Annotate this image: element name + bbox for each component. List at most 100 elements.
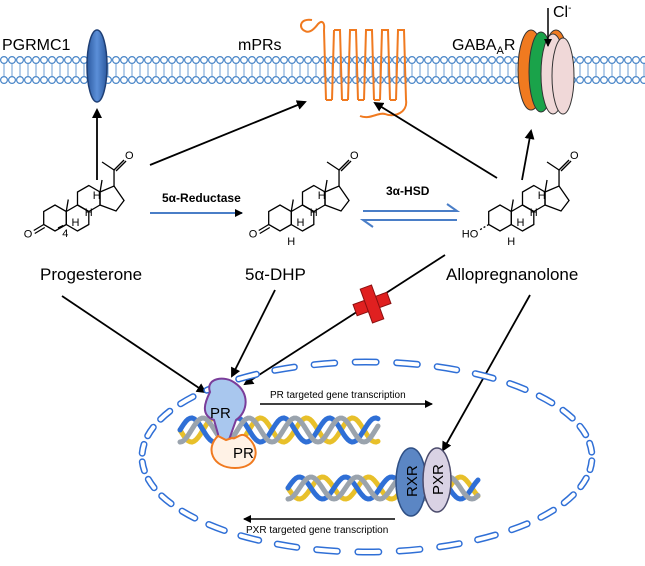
lipid-head: [185, 77, 192, 84]
lipid-head: [393, 57, 400, 64]
lipid-head: [33, 57, 40, 64]
lipid-head: [265, 77, 272, 84]
chloride-label: Cl-: [553, 3, 571, 21]
lipid-head: [233, 77, 240, 84]
lipid-head: [281, 77, 288, 84]
lipid-head: [121, 57, 128, 64]
lipid-head: [177, 57, 184, 64]
lipid-head: [153, 57, 160, 64]
lipid-head: [33, 77, 40, 84]
lipid-head: [137, 77, 144, 84]
svg-text:H: H: [507, 236, 515, 248]
lipid-head: [289, 77, 296, 84]
lipid-head: [177, 77, 184, 84]
lipid-head: [457, 57, 464, 64]
lipid-head: [505, 57, 512, 64]
lipid-head: [113, 77, 120, 84]
lipid-head: [217, 77, 224, 84]
pgrmc1-label: PGRMC1: [2, 37, 71, 54]
lipid-head: [1, 77, 8, 84]
svg-text:H: H: [318, 190, 326, 202]
lipid-head: [489, 57, 496, 64]
arrow-allopregnanolone-to-mprs: [375, 103, 497, 178]
pxr-transcription-label: PXR targeted gene transcription: [246, 525, 388, 536]
lipid-head: [65, 57, 72, 64]
lipid-head: [593, 77, 600, 84]
lipid-head: [617, 57, 624, 64]
lipid-head: [473, 77, 480, 84]
lipid-head: [465, 77, 472, 84]
lipid-head: [449, 57, 456, 64]
lipid-head: [297, 77, 304, 84]
svg-text:H: H: [297, 217, 305, 229]
lipid-head: [481, 77, 488, 84]
lipid-head: [609, 57, 616, 64]
lipid-head: [169, 77, 176, 84]
arrow-progesterone-to-mprs: [150, 102, 305, 165]
lipid-head: [297, 57, 304, 64]
lipid-head: [377, 57, 384, 64]
svg-text:O: O: [249, 229, 258, 241]
lipid-head: [489, 77, 496, 84]
svg-text:H: H: [310, 207, 318, 219]
lipid-head: [497, 77, 504, 84]
lipid-head: [41, 57, 48, 64]
lipid-head: [273, 57, 280, 64]
lipid-head: [129, 57, 136, 64]
lipid-head: [257, 57, 264, 64]
lipid-head: [185, 57, 192, 64]
lipid-head: [257, 77, 264, 84]
lipid-head: [161, 77, 168, 84]
lipid-head: [1, 57, 8, 64]
gabaa-label: GABAAR: [452, 37, 515, 57]
lipid-head: [601, 57, 608, 64]
lipid-head: [625, 77, 632, 84]
lipid-head: [273, 77, 280, 84]
pxr-label: PXR: [430, 464, 447, 495]
arrow-progesterone-to-pr: [62, 296, 205, 392]
lipid-head: [641, 77, 645, 84]
lipid-head: [441, 57, 448, 64]
svg-text:O: O: [24, 229, 33, 241]
hsd-label: 3α-HSD: [386, 184, 430, 198]
lipid-head: [209, 57, 216, 64]
lipid-head: [65, 77, 72, 84]
lipid-head: [233, 57, 240, 64]
progesterone-label: Progesterone: [40, 265, 142, 284]
lipid-head: [313, 57, 320, 64]
lipid-head: [473, 57, 480, 64]
lipid-head: [361, 57, 368, 64]
block-cross-icon: [349, 281, 395, 327]
lipid-head: [113, 57, 120, 64]
lipid-head: [609, 77, 616, 84]
lipid-head: [409, 77, 416, 84]
svg-text:H: H: [530, 207, 538, 219]
svg-text:HO: HO: [462, 229, 479, 241]
lipid-head: [209, 77, 216, 84]
lipid-head: [441, 77, 448, 84]
lipid-head: [577, 57, 584, 64]
lipid-head: [145, 77, 152, 84]
lipid-head: [433, 57, 440, 64]
lipid-head: [625, 57, 632, 64]
equilibrium-arrow-3a-hsd: [363, 204, 457, 227]
lipid-head: [345, 57, 352, 64]
svg-text:H: H: [538, 190, 546, 202]
lipid-head: [49, 57, 56, 64]
lipid-head: [601, 77, 608, 84]
lipid-head: [121, 77, 128, 84]
pgrmc1-receptor: [87, 30, 107, 102]
lipid-head: [225, 77, 232, 84]
lipid-head: [169, 57, 176, 64]
lipid-head: [265, 57, 272, 64]
svg-text:H: H: [93, 190, 101, 202]
lipid-head: [249, 57, 256, 64]
gabaa-receptor: [518, 30, 574, 114]
lipid-head: [129, 77, 136, 84]
arrow-dhp-to-pr: [232, 290, 275, 376]
lipid-head: [585, 57, 592, 64]
lipid-head: [225, 57, 232, 64]
lipid-head: [193, 77, 200, 84]
lipid-head: [17, 77, 24, 84]
